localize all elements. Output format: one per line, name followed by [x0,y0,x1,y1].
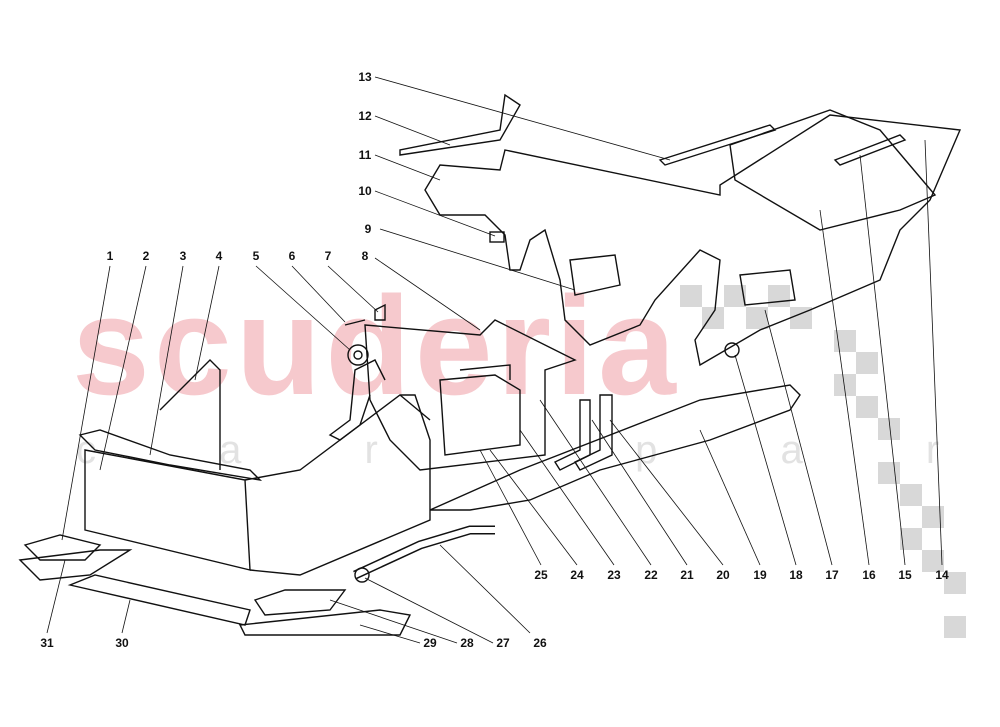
part-label-27: 27 [496,636,510,650]
part-label-3: 3 [179,249,187,263]
part-label-25: 25 [534,568,548,582]
part-label-1: 1 [106,249,114,263]
part-label-13: 13 [358,70,372,84]
part-label-17: 17 [825,568,839,582]
part-label-16: 16 [862,568,876,582]
part-label-20: 20 [716,568,730,582]
part-label-8: 8 [361,249,369,263]
part-label-9: 9 [364,222,372,236]
part-label-5: 5 [252,249,260,263]
part-label-24: 24 [570,568,584,582]
part-label-11: 11 [358,148,372,162]
part-label-12: 12 [358,109,372,123]
part-label-7: 7 [324,249,332,263]
part-label-14: 14 [935,568,949,582]
part-label-28: 28 [460,636,474,650]
part-label-10: 10 [358,184,372,198]
part-label-6: 6 [288,249,296,263]
part-label-30: 30 [115,636,129,650]
part-label-2: 2 [142,249,150,263]
leader-lines [46,76,943,644]
part-outlines [18,93,962,636]
part-label-21: 21 [680,568,694,582]
part-label-19: 19 [753,568,767,582]
part-label-23: 23 [607,568,621,582]
watermark-tagline: c a r p a r t s [76,428,996,472]
part-label-18: 18 [789,568,803,582]
part-label-29: 29 [423,636,437,650]
part-label-15: 15 [898,568,912,582]
part-label-26: 26 [533,636,547,650]
checkered-flag [680,285,966,638]
part-label-22: 22 [644,568,658,582]
part-label-4: 4 [215,249,223,263]
part-label-31: 31 [40,636,54,650]
